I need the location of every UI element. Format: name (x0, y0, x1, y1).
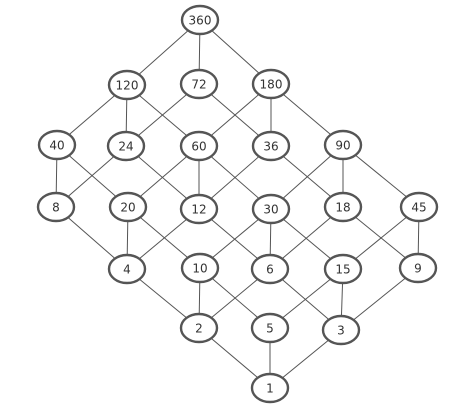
node-circle (250, 253, 290, 285)
node-24: 24 (106, 130, 146, 162)
node-circle (250, 312, 290, 344)
node-circle (179, 312, 219, 344)
node-circle (398, 252, 438, 284)
node-circle (107, 69, 147, 101)
node-30: 30 (251, 193, 291, 225)
node-circle (179, 193, 219, 225)
node-label: 10 (192, 262, 207, 276)
node-40: 40 (37, 129, 77, 161)
node-36: 36 (251, 130, 291, 162)
node-label: 3 (337, 324, 345, 338)
node-72: 72 (179, 68, 219, 100)
node-label: 20 (120, 201, 135, 215)
node-label: 6 (266, 263, 274, 277)
node-circle (106, 130, 146, 162)
node-label: 12 (191, 203, 206, 217)
node-label: 5 (266, 322, 274, 336)
node-1: 1 (250, 372, 290, 404)
node-circle (179, 68, 219, 100)
node-3: 3 (321, 314, 361, 346)
node-15: 15 (323, 253, 363, 285)
node-label: 30 (263, 203, 278, 217)
node-120: 120 (107, 69, 147, 101)
node-circle (323, 129, 363, 161)
node-circle (251, 130, 291, 162)
node-label: 60 (191, 140, 206, 154)
node-label: 1 (266, 382, 274, 396)
node-label: 180 (260, 78, 283, 92)
node-circle (323, 253, 363, 285)
node-label: 18 (335, 201, 350, 215)
node-circle (251, 193, 291, 225)
node-5: 5 (250, 312, 290, 344)
node-label: 24 (118, 140, 133, 154)
node-label: 9 (414, 262, 422, 276)
node-circle (323, 191, 363, 223)
node-circle (180, 4, 220, 36)
node-label: 36 (263, 140, 278, 154)
node-circle (251, 68, 291, 100)
node-20: 20 (108, 191, 148, 223)
node-circle (37, 129, 77, 161)
node-label: 15 (335, 263, 350, 277)
node-4: 4 (107, 253, 147, 285)
node-10: 10 (180, 252, 220, 284)
node-8: 8 (36, 191, 76, 223)
node-circle (108, 191, 148, 223)
node-circle (399, 191, 439, 223)
node-label: 2 (195, 322, 203, 336)
node-90: 90 (323, 129, 363, 161)
node-60: 60 (179, 130, 219, 162)
node-180: 180 (251, 68, 291, 100)
node-label: 45 (411, 201, 426, 215)
node-9: 9 (398, 252, 438, 284)
node-circle (321, 314, 361, 346)
node-2: 2 (179, 312, 219, 344)
node-360: 360 (180, 4, 220, 36)
node-circle (107, 253, 147, 285)
node-label: 40 (49, 139, 64, 153)
node-circle (180, 252, 220, 284)
node-label: 90 (335, 139, 350, 153)
node-12: 12 (179, 193, 219, 225)
node-circle (36, 191, 76, 223)
node-circle (250, 372, 290, 404)
node-label: 8 (52, 201, 60, 215)
node-label: 4 (123, 263, 131, 277)
node-label: 120 (116, 79, 139, 93)
node-label: 72 (191, 78, 206, 92)
node-6: 6 (250, 253, 290, 285)
node-45: 45 (399, 191, 439, 223)
node-label: 360 (189, 14, 212, 28)
node-18: 18 (323, 191, 363, 223)
node-circle (179, 130, 219, 162)
